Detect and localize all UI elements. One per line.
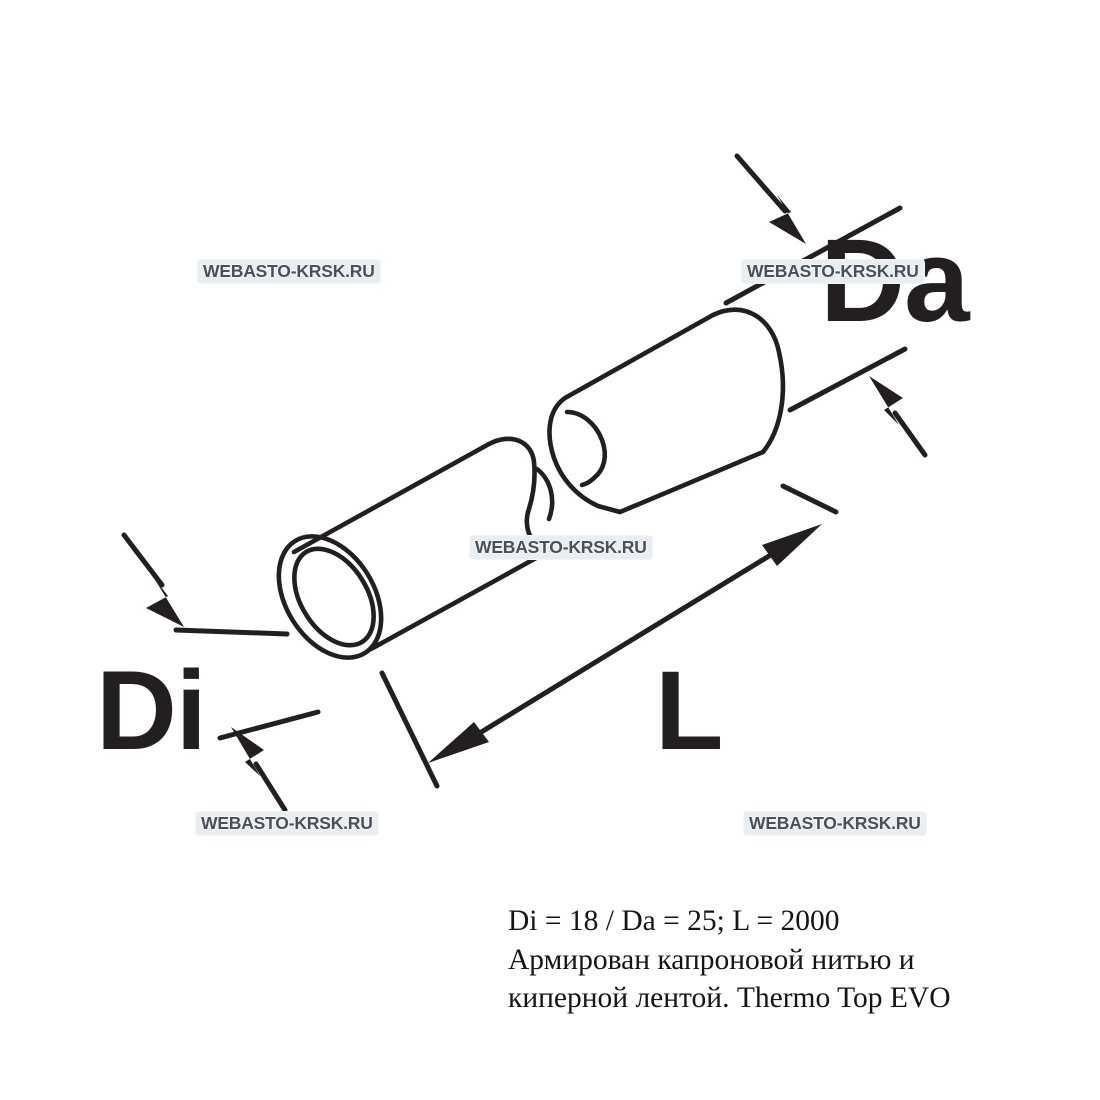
right-tube-inner-tail	[579, 475, 597, 488]
right-tube-left-break-outer	[547, 395, 623, 515]
di-arrow-lower-head	[231, 727, 264, 776]
left-tube-outer-rim	[276, 534, 384, 660]
l-tick-right	[780, 483, 839, 515]
l-arrowhead-right	[762, 524, 822, 566]
right-tube-right-cap	[710, 307, 786, 455]
left-tube-bottom-edge	[368, 549, 550, 652]
di-extension-line-lower	[217, 709, 321, 741]
da-arrow-upper-head	[769, 195, 806, 244]
di-extension-line-upper	[173, 627, 290, 637]
dimension-l	[379, 483, 839, 789]
di-arrow-upper-shaft	[121, 532, 165, 588]
right-tube-left-break-inner	[564, 409, 608, 481]
right-tube-top-edge	[562, 312, 716, 401]
da-extension-line-lower	[787, 346, 908, 413]
l-tick-left	[379, 670, 440, 789]
right-tube-segment	[547, 307, 786, 515]
watermark: WEBASTO-KRSK.RU	[196, 812, 378, 836]
da-arrow-lower-head	[869, 376, 903, 425]
right-tube-bottom-edge	[617, 449, 766, 515]
dimension-di	[121, 532, 321, 813]
da-arrow-lower-shaft	[892, 410, 928, 458]
left-tube-top-edge	[291, 441, 492, 555]
left-tube-segment	[276, 436, 555, 660]
left-tube-far-cap-top	[486, 436, 537, 515]
left-tube-inner-bore	[292, 546, 376, 648]
watermark: WEBASTO-KRSK.RU	[742, 260, 924, 284]
specification-caption: Di = 18 / Da = 25; L = 2000 Армирован ка…	[508, 905, 951, 1015]
dimension-label-l: L	[655, 648, 723, 773]
left-tube-break-inner-flick	[534, 466, 555, 522]
di-arrow-upper-head	[146, 578, 184, 627]
watermark: WEBASTO-KRSK.RU	[744, 812, 926, 836]
di-arrow-lower-shaft	[253, 761, 288, 813]
watermark: WEBASTO-KRSK.RU	[470, 536, 652, 560]
l-arrowhead-left	[428, 722, 489, 763]
watermark: WEBASTO-KRSK.RU	[198, 260, 380, 284]
da-arrow-upper-shaft	[734, 153, 788, 214]
da-extension-line-upper	[723, 205, 903, 306]
dimension-da	[723, 153, 928, 458]
dimension-label-di: Di	[96, 648, 207, 773]
l-dimension-line	[449, 534, 803, 753]
